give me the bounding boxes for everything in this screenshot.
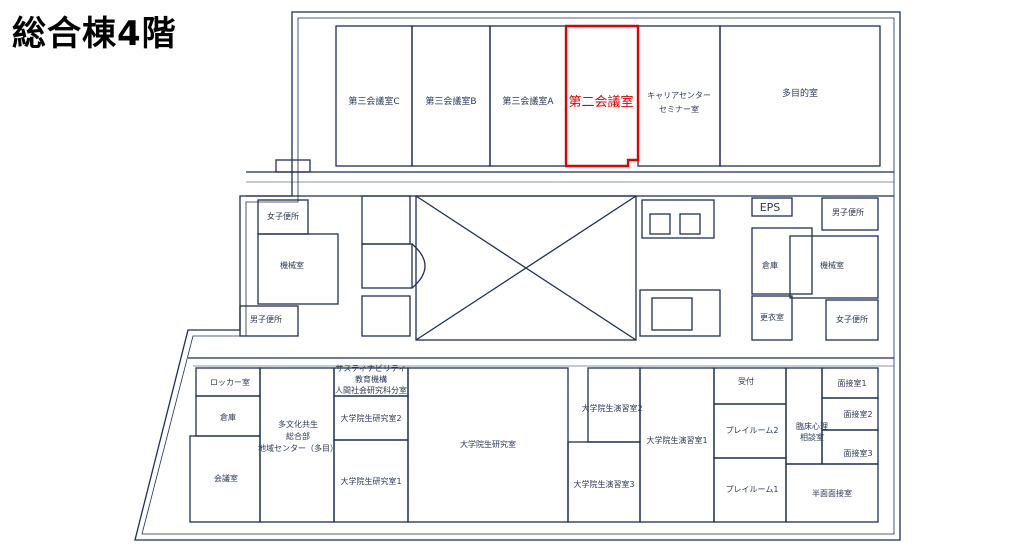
room-label-career-center-1: キャリアセンター [647,91,711,100]
room-label-playroom-2: プレイルーム2 [726,426,779,435]
room-label-tabunka-2: 総合部 [286,431,310,441]
room-label-playroom-1: プレイルーム1 [726,485,779,494]
room-label-grad-kenkyu-2: 大学院生研究室2 [340,413,401,423]
room-label-uketsuke: 受付 [738,376,754,386]
building-inner-outline [141,17,895,535]
room-label-handou: 半面面接室 [812,488,852,498]
room-label-kikai-right: 機械室 [820,260,844,270]
room-label-tabunka-1: 多文化共生 [278,419,318,429]
room-label-daini-kaigishitsu: 第二会議室 [568,94,633,110]
room-label-eps: EPS [760,201,781,214]
room-label-womens-wc-left: 女子便所 [267,211,299,221]
room-label-seminar-b: 第三会議室B [425,95,476,107]
room-label-grad-kenkyu-1: 大学院生研究室1 [340,476,401,486]
room-label-locker: ロッカー室 [210,377,250,387]
room-label-mensetsu-3: 面接室3 [843,448,872,458]
room-label-sustain-2: 教育機構 [355,374,387,384]
room-label-soko2: 倉庫 [220,412,236,422]
room-label-mensetsu-1: 面接室1 [837,378,866,388]
room-label-soko: 倉庫 [762,260,778,270]
room-label-kaigi: 会議室 [214,473,238,483]
room-seminar-a-outline [489,25,567,167]
room-label-tabunka-3: 地域センター（多目） [258,443,338,453]
room-label-mensetsu-2: 面接室2 [843,409,872,419]
room-label-mens-wc-right: 男子便所 [832,207,864,217]
room-label-grad-kenkyu: 大学院生研究室 [460,439,516,449]
highlighted-room-outline [564,24,640,168]
room-label-seminar-c: 第三会議室C [348,95,399,107]
room-seminar-c-outline [335,25,413,167]
room-label-grad-enshu-3: 大学院生演習室3 [573,479,634,489]
room-label-sustain-1: サスティナビリティ [336,364,407,373]
void-atrium [415,195,637,341]
room-label-rinsho-1: 臨床心理 [796,421,828,431]
room-label-grad-enshu-2: 大学院生演習室2 [581,403,642,413]
room-label-sustain-3: 人間社会研究科分室 [335,385,407,395]
room-label-career-center-2: セミナー室 [659,104,699,114]
room-label-womens-wc-right: 女子便所 [836,314,868,324]
room-label-koui: 更衣室 [760,312,784,322]
room-label-kikai-left: 機械室 [280,260,304,270]
room-tamokuteki-outline [719,25,881,167]
room-label-seminar-a: 第三会議室A [502,95,554,107]
room-seminar-b-outline [411,25,491,167]
room-label-rinsho-2: 相談室 [800,432,824,442]
room-label-grad-enshu-1: 大学院生演習室1 [646,435,707,445]
room-label-tamokuteki: 多目的室 [782,87,818,99]
page-title: 総合棟4階 [12,14,177,54]
room-label-mens-wc-left: 男子便所 [250,314,282,324]
